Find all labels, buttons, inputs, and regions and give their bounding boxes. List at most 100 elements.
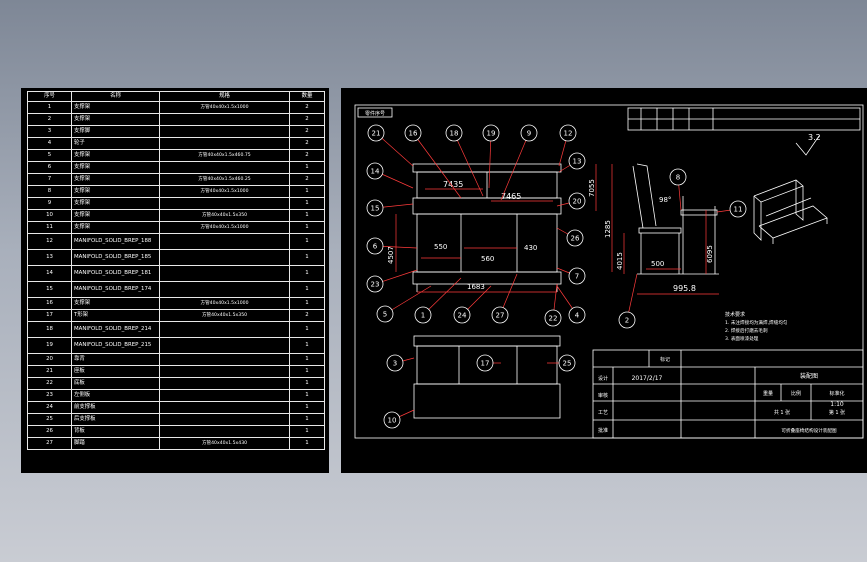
bom-cell-name: MANIFOLD_SOLID_BREP_188 [71, 233, 160, 250]
balloon-label: 6 [373, 243, 378, 251]
balloon-label: 5 [383, 311, 387, 319]
balloon-circle [568, 152, 586, 170]
bom-cell-no: 4 [27, 137, 72, 150]
balloon-label: 21 [372, 130, 381, 138]
balloon-circle [669, 168, 687, 186]
bom-cell-spec: 方管40x40x1.5x1000 [159, 101, 290, 114]
bom-cell-name: 支撑架 [71, 221, 160, 234]
bom-cell-name: 支撑架 [71, 173, 160, 186]
bom-cell-name: 支撑架 [71, 101, 160, 114]
bom-cell-name: 支撑架 [71, 161, 160, 174]
balloon-circle [386, 354, 404, 372]
balloon-circle [544, 309, 562, 327]
title-scale: 1:10 [830, 401, 844, 408]
bom-cell-spec [159, 265, 290, 282]
bom-cell-qty: 1 [289, 185, 325, 198]
balloon-label: 3 [393, 360, 397, 368]
svg-text:4507: 4507 [387, 246, 395, 264]
bom-cell-spec: 方管40x40x1.5x350 [159, 309, 290, 322]
balloon-label: 7 [575, 273, 579, 281]
bom-cell-no: 6 [27, 161, 72, 174]
bom-cell-no: 12 [27, 233, 72, 250]
bom-cell-name: 后支撑板 [71, 413, 160, 426]
balloon-label: 16 [409, 130, 418, 138]
bom-cell-spec [159, 125, 290, 138]
bom-cell-name: 前支撑板 [71, 401, 160, 414]
bom-cell-qty: 1 [289, 249, 325, 266]
bom-cell-qty: 2 [289, 173, 325, 186]
bom-cell-no: 24 [27, 401, 72, 414]
bom-cell-spec: 方管40x40x1.5x1000 [159, 297, 290, 310]
balloon-label: 24 [458, 312, 467, 320]
bom-cell-name: 支撑架 [71, 197, 160, 210]
bom-cell-qty: 1 [289, 401, 325, 414]
svg-text:4015: 4015 [616, 252, 624, 270]
bom-cell-no: 20 [27, 353, 72, 366]
balloon-circle [568, 267, 586, 285]
balloon-circle [367, 124, 385, 142]
bom-cell-qty: 1 [289, 161, 325, 174]
bom-cell-qty: 1 [289, 297, 325, 310]
bom-header-row: 序号 名称 规格 数量 [27, 91, 325, 102]
bom-cell-name: 支撑架 [71, 185, 160, 198]
svg-text:7435: 7435 [443, 180, 463, 189]
bom-header-name: 名称 [71, 91, 160, 102]
bom-cell-name: 支撑架 [71, 149, 160, 162]
balloon-circle [559, 124, 577, 142]
title-company: 可折叠座椅结构设计装配图 [781, 427, 837, 434]
bom-cell-spec [159, 249, 290, 266]
bom-cell-no: 16 [27, 297, 72, 310]
bom-cell-spec [159, 365, 290, 378]
balloon-circle [366, 162, 384, 180]
bom-cell-qty: 1 [289, 221, 325, 234]
svg-text:技术要求: 技术要求 [725, 311, 745, 318]
balloon-label: 1 [421, 312, 425, 320]
svg-text:560: 560 [481, 255, 494, 263]
balloon-label: 10 [388, 417, 397, 425]
balloon-label: 18 [450, 130, 459, 138]
svg-text:比例: 比例 [791, 390, 801, 397]
bom-cell-name: MANIFOLD_SOLID_BREP_185 [71, 249, 160, 266]
bom-cell-no: 1 [27, 101, 72, 114]
leader-line [453, 132, 484, 197]
bom-cell-no: 5 [27, 149, 72, 162]
bom-cell-no: 14 [27, 265, 72, 282]
bom-cell-spec: 方管40x40x1.5x1000 [159, 221, 290, 234]
bom-header-no: 序号 [27, 91, 72, 102]
bom-cell-qty: 1 [289, 437, 325, 450]
bom-cell-name: MANIFOLD_SOLID_BREP_174 [71, 281, 160, 298]
svg-text:标准化: 标准化 [829, 390, 844, 397]
bom-cell-qty: 1 [289, 337, 325, 354]
balloon-circle [366, 199, 384, 217]
bom-header-qty: 数量 [289, 91, 325, 102]
balloon-label: 26 [571, 235, 580, 243]
bom-cell-no: 9 [27, 197, 72, 210]
bom-cell-no: 8 [27, 185, 72, 198]
leader-lines [374, 132, 739, 421]
bom-cell-qty: 1 [289, 425, 325, 438]
bom-cell-spec [159, 113, 290, 126]
drawing-border [354, 104, 864, 439]
balloon-label: 11 [734, 206, 743, 214]
svg-text:工艺: 工艺 [598, 410, 608, 416]
title-sheet-number: 第 1 张 [829, 409, 845, 416]
balloon-circle [445, 124, 463, 142]
svg-text:550: 550 [434, 243, 447, 251]
bom-cell-no: 11 [27, 221, 72, 234]
bom-cell-name: MANIFOLD_SOLID_BREP_214 [71, 321, 160, 338]
bom-cell-qty: 2 [289, 113, 325, 126]
bom-cell-qty: 1 [289, 209, 325, 222]
roughness-symbol: 3.2 [795, 133, 821, 156]
